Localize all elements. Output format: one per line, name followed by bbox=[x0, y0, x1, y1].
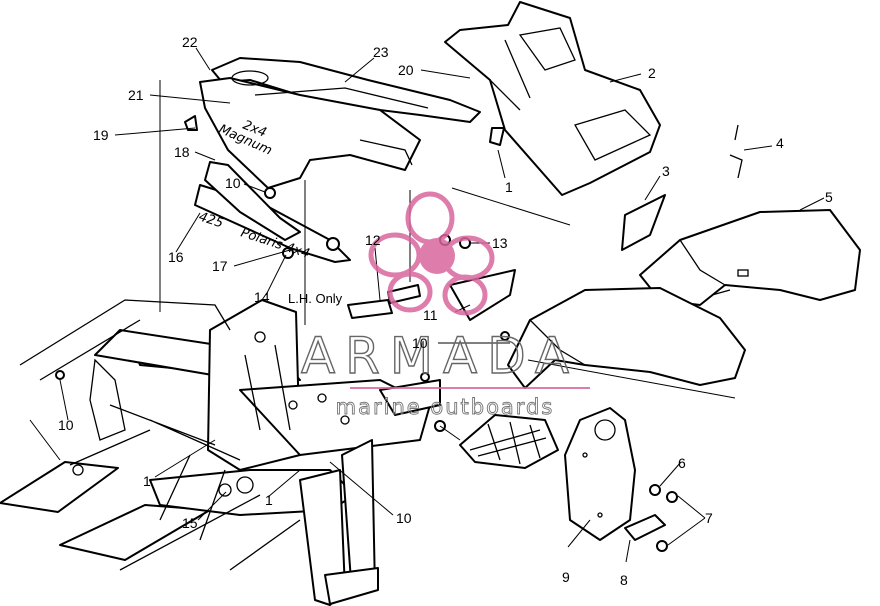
footrest bbox=[459, 414, 559, 469]
callout-10-a: 10 bbox=[225, 175, 241, 191]
watermark: ARMADA marine outboards bbox=[300, 191, 590, 419]
callout-11: 11 bbox=[423, 307, 438, 323]
callout-10-c: 10 bbox=[58, 417, 74, 433]
bracket-12 bbox=[347, 299, 393, 319]
callout-20: 20 bbox=[398, 62, 414, 78]
callout-6: 6 bbox=[678, 455, 686, 471]
leader-lines bbox=[29, 47, 825, 563]
watermark-flower-icon bbox=[350, 191, 590, 389]
callout-1-a: 1 bbox=[505, 179, 513, 195]
front-fender bbox=[639, 209, 861, 306]
callout-1-b: 1 bbox=[143, 473, 151, 489]
bracket-18 bbox=[204, 161, 301, 241]
callout-2: 2 bbox=[648, 65, 656, 81]
callout-10-d: 10 bbox=[396, 510, 412, 526]
callout-19: 19 bbox=[93, 127, 109, 143]
callout-18: 18 bbox=[174, 144, 190, 160]
callout-10-b: 10 bbox=[412, 335, 428, 351]
callout-15: 15 bbox=[182, 515, 198, 531]
callout-9: 9 bbox=[562, 569, 570, 585]
mud-flap bbox=[564, 407, 636, 541]
front-body bbox=[199, 57, 481, 189]
callout-12: 12 bbox=[365, 232, 381, 248]
callout-23: 23 bbox=[373, 44, 389, 60]
callout-4: 4 bbox=[776, 135, 784, 151]
callout-8: 8 bbox=[620, 572, 628, 588]
bracket-8 bbox=[624, 514, 666, 541]
rear-fender bbox=[507, 287, 746, 389]
callout-17: 17 bbox=[212, 258, 228, 274]
callouts: 22 23 20 2 21 19 18 10 1 4 3 5 12 13 16 … bbox=[58, 34, 833, 588]
small-panel bbox=[621, 194, 666, 251]
callout-14: 14 bbox=[254, 289, 270, 305]
watermark-tagline: marine outboards bbox=[336, 395, 555, 419]
callout-1-c: 1 bbox=[265, 492, 273, 508]
lh-only-note: L.H. Only bbox=[288, 291, 343, 306]
callout-13: 13 bbox=[492, 235, 508, 251]
callout-21: 21 bbox=[128, 87, 144, 103]
callout-16: 16 bbox=[168, 249, 184, 265]
decal-line-3: 425 bbox=[197, 210, 225, 232]
frame bbox=[0, 299, 441, 606]
front-cover bbox=[444, 1, 661, 196]
callout-3: 3 bbox=[662, 163, 670, 179]
callout-5: 5 bbox=[825, 189, 833, 205]
washer-6 bbox=[649, 484, 661, 496]
watermark-brand: ARMADA bbox=[301, 327, 579, 385]
callout-7: 7 bbox=[705, 510, 713, 526]
callout-22: 22 bbox=[182, 34, 198, 50]
